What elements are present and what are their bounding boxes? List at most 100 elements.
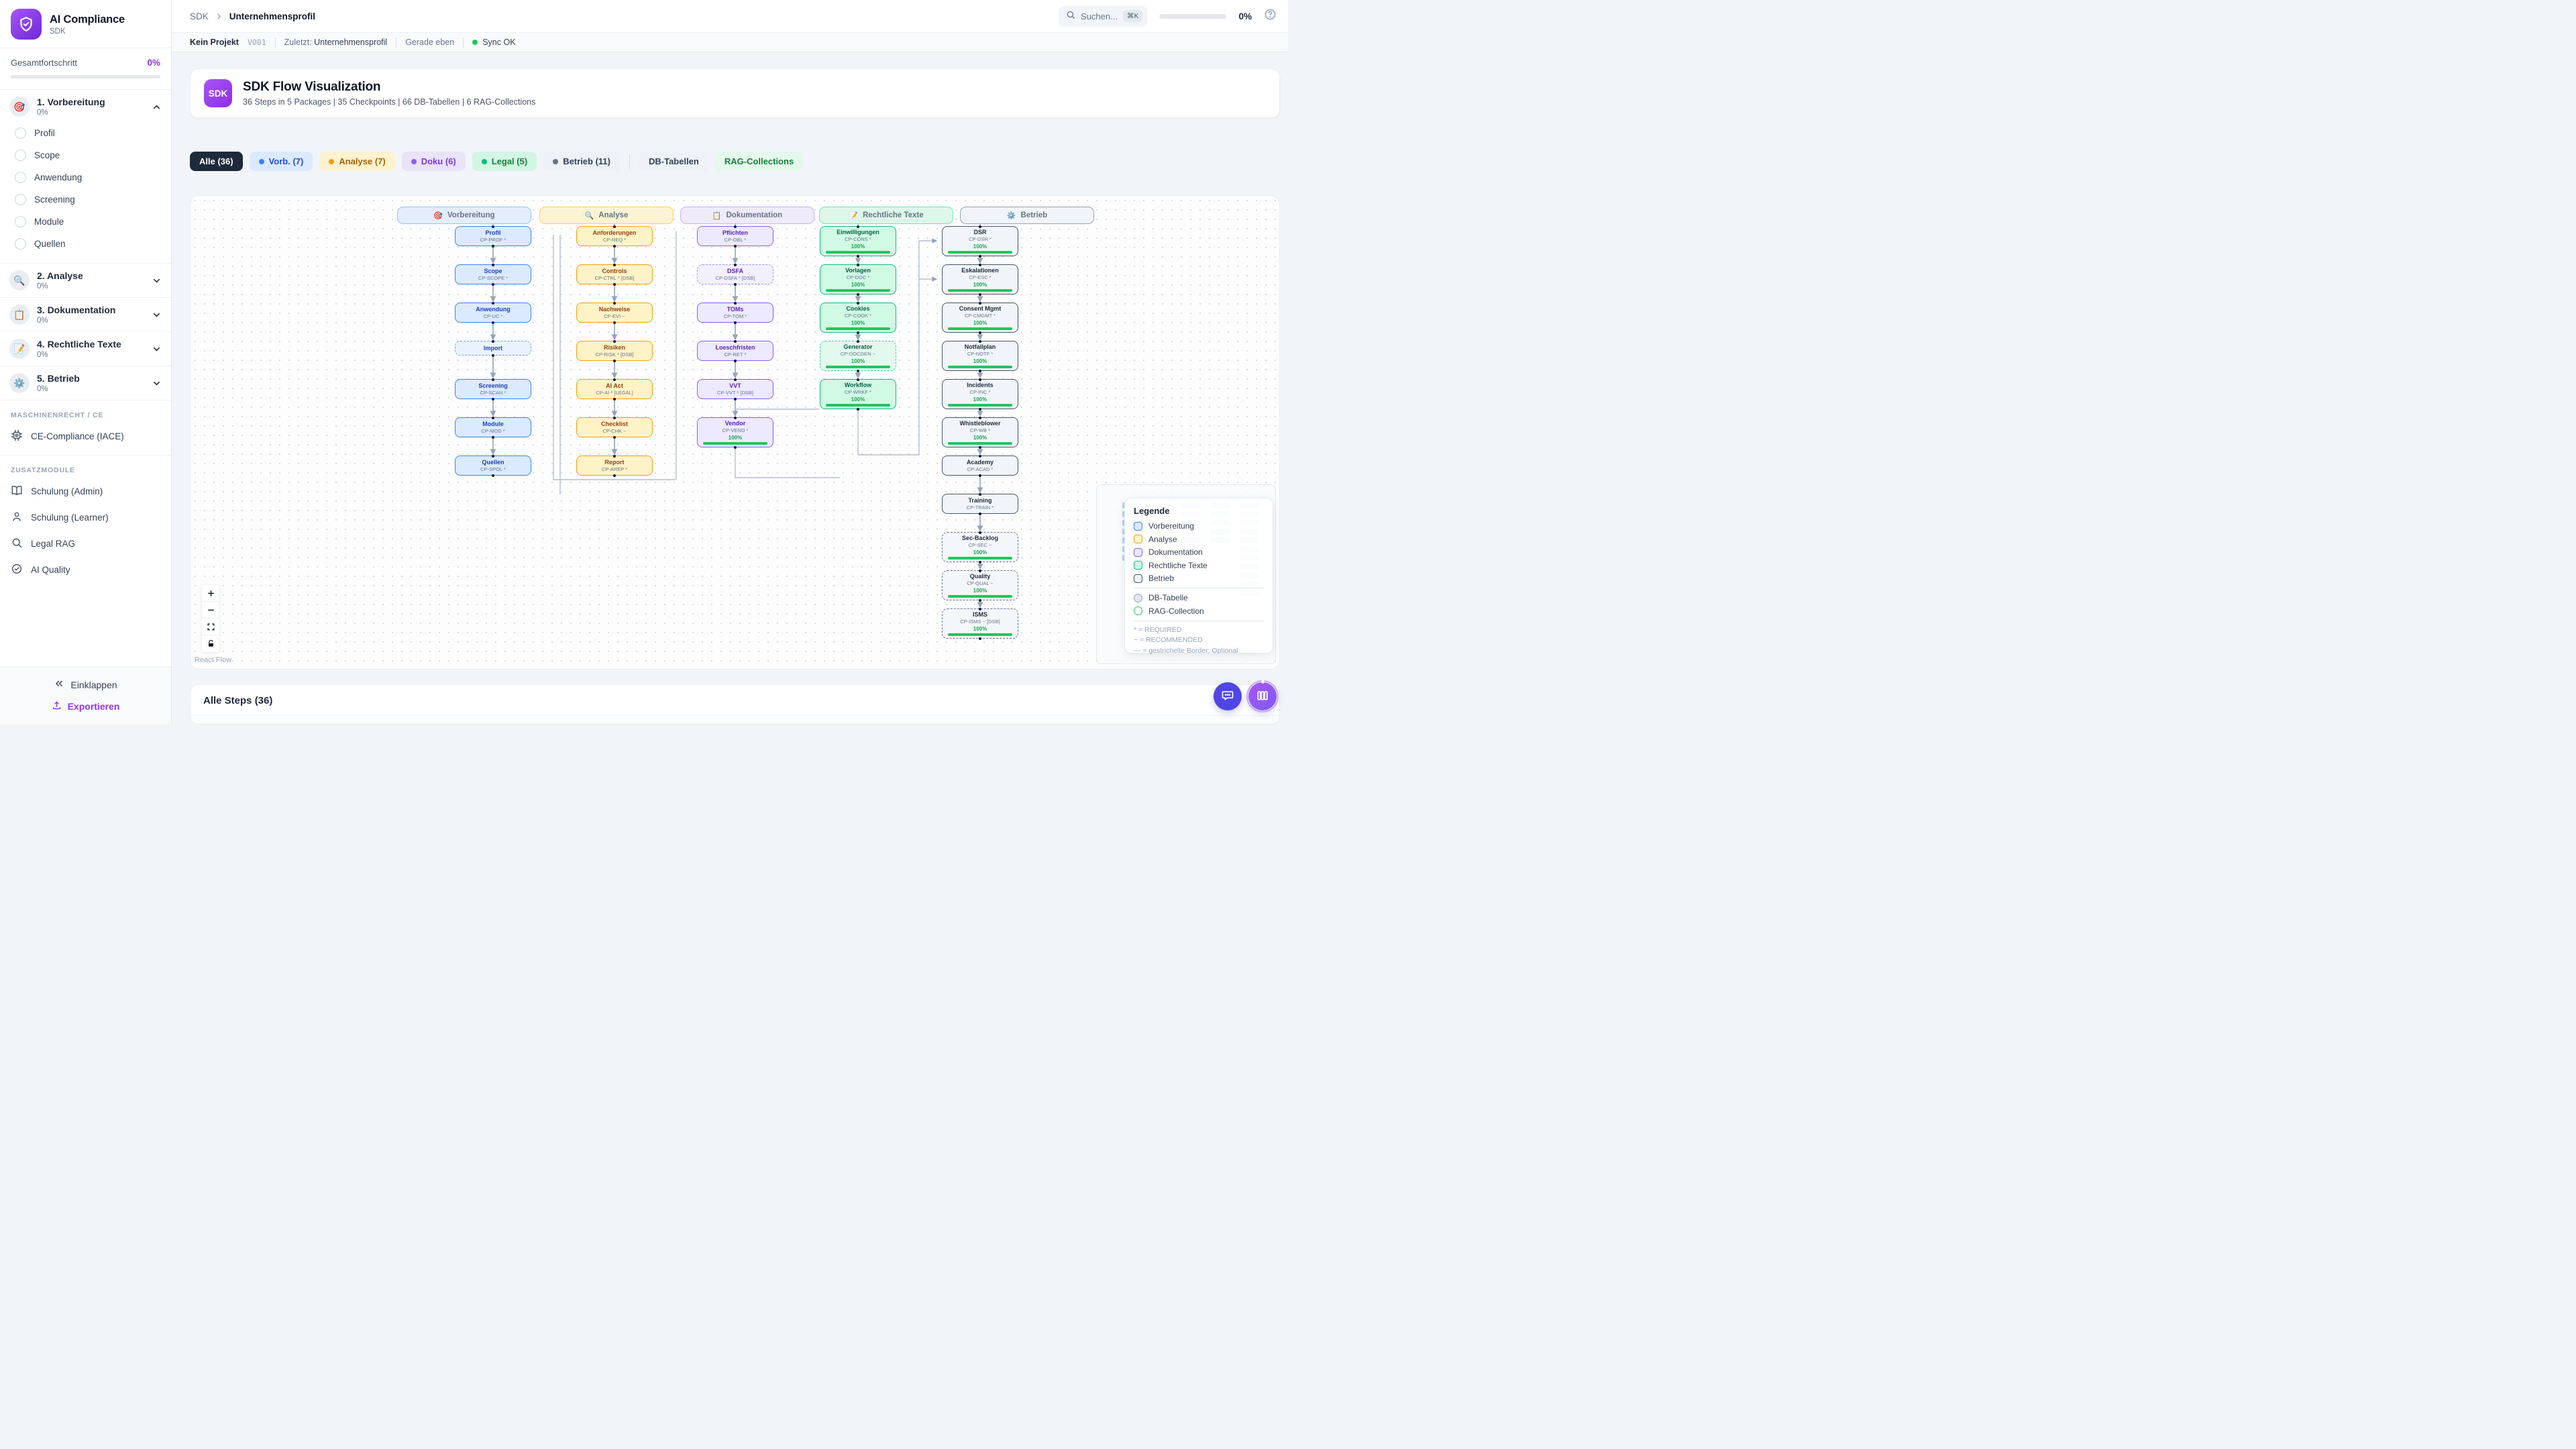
collapse-sidebar-button[interactable]: Einklappen [54,678,117,691]
flow-package-header-dokumentation[interactable]: 📋Dokumentation [680,207,814,224]
sidebar-section-header[interactable]: 🔍 2. Analyse 0% [9,270,162,290]
filter-chip-analyse-7-[interactable]: Analyse (7) [319,152,395,171]
lock-toggle-button[interactable] [202,635,219,652]
node-code: CP-TRAIN * [966,504,994,511]
chevron-down-icon[interactable] [152,276,162,286]
chevron-up-icon[interactable] [152,102,162,112]
sidebar-item-screening[interactable]: Screening [9,189,162,211]
search-input[interactable]: Suchen... ⌘K [1059,5,1148,27]
zoom-in-button[interactable] [202,585,219,602]
breadcrumb-root[interactable]: SDK [190,11,209,21]
flow-package-header-betrieb[interactable]: ⚙️Betrieb [960,207,1094,224]
fit-view-button[interactable] [202,619,219,635]
reactflow-attribution[interactable]: React Flow [195,656,232,664]
filter-chip-vorb-7-[interactable]: Vorb. (7) [249,152,313,171]
node-code: CP-QUAL ~ [967,580,994,587]
sidebar-module-ai-quality[interactable]: AI Quality [0,557,171,583]
node-progress-bar [948,595,1012,598]
sidebar-item-anwendung[interactable]: Anwendung [9,166,162,189]
step-radio-icon[interactable] [15,127,26,139]
flow-package-header-vorbereitung[interactable]: 🎯Vorbereitung [397,207,531,224]
last-edited-time: Gerade eben [405,38,455,48]
package-emoji-icon: 📝 [849,211,859,220]
sidebar-section-header[interactable]: 🎯 1. Vorbereitung 0% [9,97,162,117]
flow-canvas[interactable]: Legende Vorbereitung Analyse Dokumentati… [190,195,1280,669]
chip-label: RAG-Collections [724,156,794,166]
node-progress-bar [826,404,890,407]
sdk-badge: SDK [204,79,232,107]
sidebar-section-header[interactable]: 📝 4. Rechtliche Texte 0% [9,339,162,359]
filter-chip-db-tabellen[interactable]: DB-Tabellen [639,152,708,171]
sidebar-module-legal-rag[interactable]: Legal RAG [0,531,171,557]
zoom-out-button[interactable] [202,602,219,619]
filter-chip-alle-36-[interactable]: Alle (36) [190,152,243,171]
chevron-down-icon[interactable] [152,344,162,354]
step-radio-icon[interactable] [15,194,26,205]
filter-chip-doku-6-[interactable]: Doku (6) [401,152,466,171]
chat-fab-button[interactable] [1214,682,1242,710]
filter-chip-rag-collections[interactable]: RAG-Collections [714,152,804,171]
sidebar-item-scope[interactable]: Scope [9,144,162,166]
step-radio-icon[interactable] [15,238,26,250]
node-code: CP-INC * [969,389,991,396]
export-button[interactable]: Exportieren [52,700,119,712]
flow-package-header-analyse[interactable]: 🔍Analyse [539,207,674,224]
columns-view-fab-button[interactable] [1246,680,1279,712]
node-code: CP-WRKF * [845,389,871,396]
step-radio-icon[interactable] [15,216,26,227]
sidebar-item-quellen[interactable]: Quellen [9,233,162,255]
sidebar-module-schulung-learner-[interactable]: Schulung (Learner) [0,504,171,531]
filter-chip-betrieb-11-[interactable]: Betrieb (11) [543,152,620,171]
sidebar-item-module[interactable]: Module [9,211,162,233]
chevron-down-icon[interactable] [152,310,162,320]
sidebar-section-header[interactable]: 📋 3. Dokumentation 0% [9,305,162,325]
flow-package-header-rechtliche-texte[interactable]: 📝Rechtliche Texte [819,207,953,224]
chevron-down-icon[interactable] [152,378,162,388]
sidebar-item-profil[interactable]: Profil [9,122,162,144]
help-icon[interactable] [1264,8,1277,24]
sidebar-item-label: Quellen [34,239,66,249]
step-radio-icon[interactable] [15,172,26,183]
sidebar-section-header[interactable]: ⚙️ 5. Betrieb 0% [9,373,162,393]
flow-node-import[interactable]: Import [455,339,531,357]
step-radio-icon[interactable] [15,150,26,161]
sidebar-module-schulung-admin-[interactable]: Schulung (Admin) [0,478,171,504]
filter-chip-legal-5-[interactable]: Legal (5) [472,152,537,171]
sidebar-module-ce-compliance-iace-[interactable]: CE-Compliance (IACE) [0,423,171,449]
